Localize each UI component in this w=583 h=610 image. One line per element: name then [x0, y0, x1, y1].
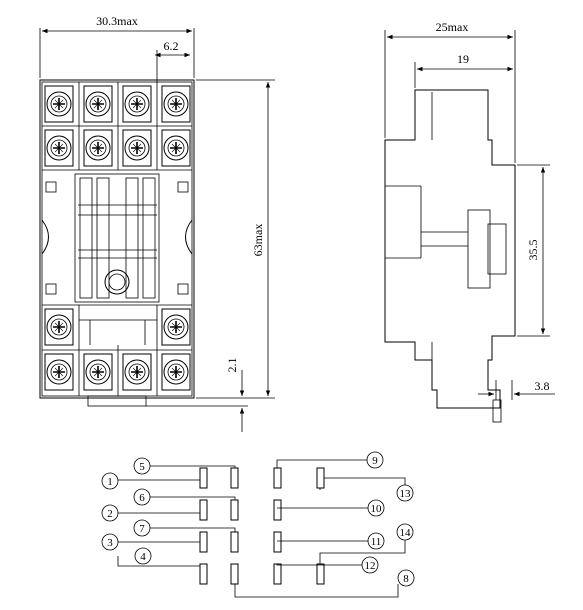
pin-13-label: 13 — [400, 488, 412, 500]
pin-14-label: 14 — [400, 527, 412, 539]
side-profile — [384, 89, 516, 409]
pin-11-label: 11 — [371, 536, 382, 548]
dim-width-label: 30.3max — [96, 14, 138, 28]
pin-2-circle — [101, 504, 119, 522]
pin-2-label: 2 — [107, 508, 113, 520]
pin-8-label: 8 — [403, 573, 409, 585]
rail-clamp — [467, 209, 491, 289]
pin-9-label: 9 — [372, 455, 378, 467]
pin-1-circle — [101, 472, 119, 490]
pin-5-label: 5 — [139, 461, 145, 473]
wiring-diagram: 1 2 3 4 5 6 7 8 9 10 11 12 13 1 — [101, 451, 415, 598]
left-notch — [41, 219, 49, 255]
dim-height-label: 63max — [251, 224, 265, 257]
pin-10-circle — [367, 499, 385, 517]
pin-6-circle — [133, 488, 151, 506]
pin-3-circle — [101, 533, 119, 551]
pin-7-circle — [133, 519, 151, 537]
pin-numbers: 1 2 3 4 5 6 7 8 9 10 11 12 13 1 — [101, 451, 415, 587]
pin-12-label: 12 — [365, 560, 376, 572]
pin-3-label: 3 — [107, 537, 113, 549]
relay-pin-slots — [74, 173, 160, 303]
dim-offset-label: 2.1 — [225, 358, 239, 373]
pin-4-circle — [134, 547, 152, 565]
contact-terminals — [199, 467, 325, 585]
pin-4-label: 4 — [140, 551, 146, 563]
pin-1-label: 1 — [107, 476, 113, 488]
side-view: 25max 19 35.5 3.8 — [384, 20, 555, 423]
front-body-outline — [39, 79, 195, 399]
pin-10-label: 10 — [371, 503, 383, 515]
dim-rail-label: 35.5 — [526, 240, 540, 261]
din-clip — [87, 395, 147, 407]
pin-7-label: 7 — [139, 523, 145, 535]
screw-terminal-row-1 — [44, 85, 191, 123]
pin-14-circle — [396, 523, 414, 541]
dim-depth-label: 25max — [436, 20, 469, 34]
screw-terminal-row-3 — [44, 308, 191, 346]
screw-terminal-row-2 — [44, 129, 191, 167]
screw-terminal-row-4 — [44, 353, 191, 391]
pin-6-label: 6 — [139, 492, 145, 504]
pin-12-circle — [361, 556, 379, 574]
front-view: 30.3max 6.2 63max 2.1 — [39, 14, 275, 432]
pin-11-circle — [367, 532, 385, 550]
dim-inner-label: 19 — [457, 52, 469, 66]
wire-lines — [117, 459, 406, 598]
right-notch — [185, 219, 193, 255]
center-hole — [104, 269, 130, 295]
dim-foot-label: 3.8 — [535, 379, 550, 393]
pin-9-circle — [366, 451, 384, 469]
dim-pitch-label: 6.2 — [164, 39, 179, 53]
pin-5-circle — [133, 457, 151, 475]
pin-8-circle — [397, 569, 415, 587]
